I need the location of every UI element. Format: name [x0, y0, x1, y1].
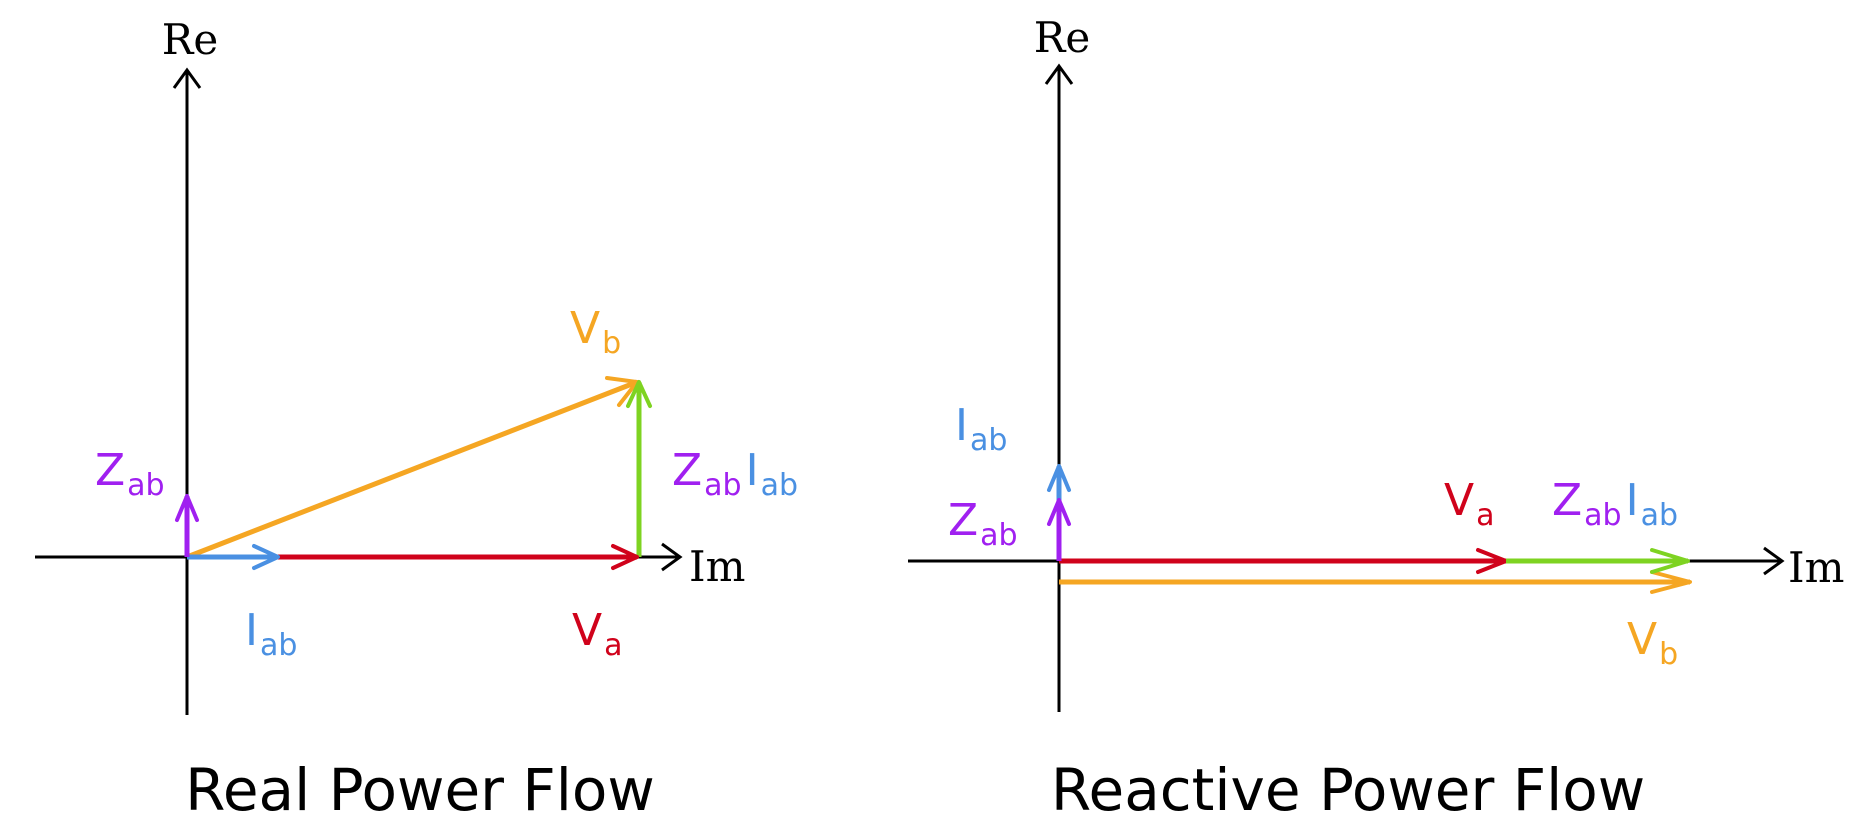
left-panel: Re Im Vb Zab Iab Va ZabIab Real Power Fl…	[35, 15, 798, 824]
right-va-subscript: a	[1476, 498, 1494, 533]
left-panel-title: Real Power Flow	[185, 756, 655, 824]
left-va-arrowhead	[611, 544, 639, 570]
right-iab-label: Iab	[955, 400, 1007, 458]
right-re-axis-arrowhead	[1044, 63, 1074, 85]
left-va-subscript: a	[604, 628, 622, 663]
left-iab-label: Iab	[245, 605, 297, 663]
left-zab-arrowhead	[175, 494, 199, 522]
left-vb-vector	[186, 379, 638, 560]
right-zab-label: Zab	[948, 495, 1018, 553]
right-vb-subscript: b	[1659, 637, 1678, 672]
right-im-axis-label: Im	[1788, 543, 1844, 592]
left-vb-subscript: b	[602, 326, 621, 361]
right-drop-label: ZabIab	[1552, 475, 1678, 533]
right-vb-arrowhead	[1650, 570, 1692, 594]
left-iab-subscript: ab	[260, 628, 297, 663]
left-drop-z-subscript: ab	[704, 468, 741, 503]
left-va-label: Va	[572, 605, 623, 663]
right-drop-arrowhead	[1650, 548, 1690, 574]
right-va-label: Va	[1444, 475, 1495, 533]
left-im-axis-arrowhead	[661, 542, 683, 572]
left-vb-label: Vb	[570, 303, 621, 361]
left-drop-arrowhead	[626, 380, 652, 408]
left-im-axis-label: Im	[689, 542, 745, 591]
right-vb-label: Vb	[1627, 614, 1678, 672]
left-drop-i-subscript: ab	[761, 468, 798, 503]
right-panel-title: Reactive Power Flow	[1051, 756, 1645, 824]
right-iab-subscript: ab	[970, 423, 1007, 458]
left-re-axis-arrowhead	[172, 67, 202, 89]
right-drop-i-subscript: ab	[1641, 498, 1678, 533]
left-zab-label: Zab	[95, 445, 165, 503]
left-re-axis-label: Re	[162, 15, 218, 64]
right-re-axis-label: Re	[1034, 13, 1090, 62]
right-zab-subscript: ab	[980, 518, 1017, 553]
right-panel: Re Im Iab Zab Va ZabIab Vb Reactive Powe…	[908, 13, 1844, 824]
right-zab-arrowhead	[1047, 498, 1071, 526]
right-drop-z-subscript: ab	[1584, 498, 1621, 533]
left-zab-subscript: ab	[127, 468, 164, 503]
right-im-axis-arrowhead	[1763, 546, 1785, 576]
left-drop-label: ZabIab	[672, 445, 798, 503]
right-iab-arrowhead	[1047, 464, 1071, 492]
left-iab-arrowhead	[252, 544, 280, 570]
